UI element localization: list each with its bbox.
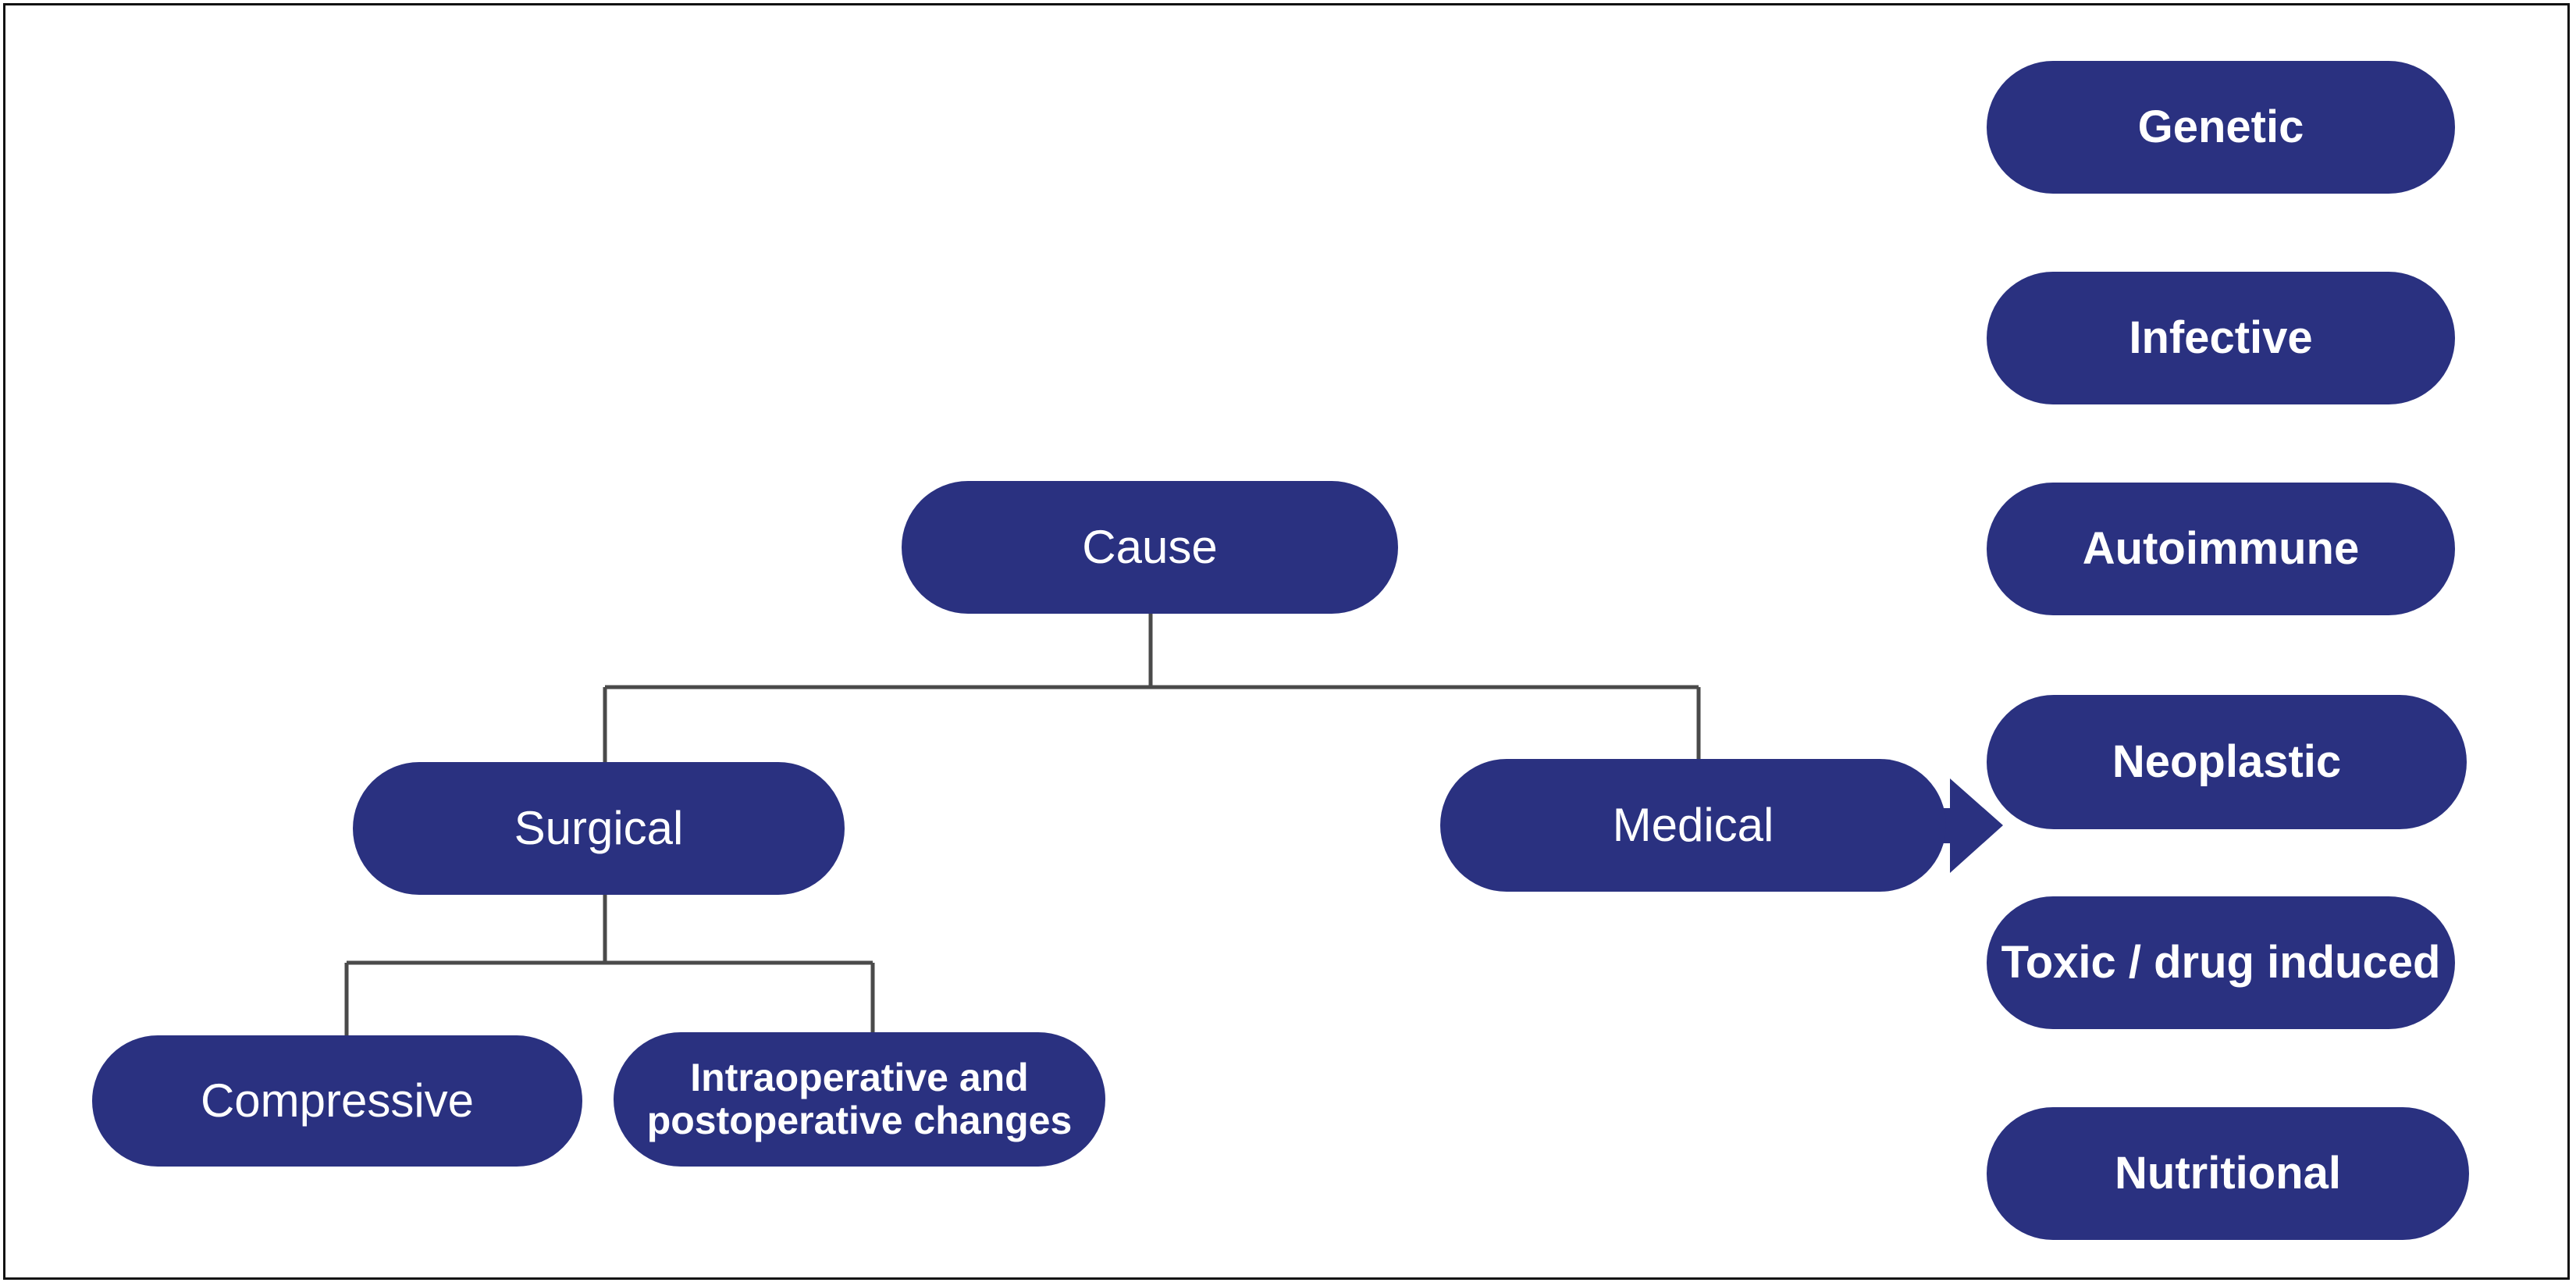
node-cause-label: Cause [1082, 521, 1218, 574]
node-infective-label: Infective [2129, 312, 2313, 363]
node-medical[interactable]: Medical [1440, 759, 1946, 892]
node-compressive[interactable]: Compressive [92, 1035, 582, 1167]
node-intraoperative-postoperative-changes-label: Intraoperative and postoperative changes [646, 1056, 1073, 1142]
node-neoplastic-label: Neoplastic [2112, 736, 2342, 787]
node-medical-label: Medical [1612, 799, 1774, 852]
node-infective[interactable]: Infective [1987, 272, 2455, 404]
node-surgical[interactable]: Surgical [353, 762, 845, 895]
node-genetic-label: Genetic [2137, 101, 2304, 152]
arrow-head-icon [1905, 778, 2003, 873]
node-autoimmune[interactable]: Autoimmune [1987, 483, 2455, 615]
node-toxic-drug-induced-label: Toxic / drug induced [2001, 936, 2441, 988]
node-genetic[interactable]: Genetic [1987, 61, 2455, 194]
node-surgical-label: Surgical [514, 802, 684, 855]
node-nutritional-label: Nutritional [2115, 1147, 2341, 1199]
node-nutritional[interactable]: Nutritional [1987, 1107, 2469, 1240]
node-neoplastic[interactable]: Neoplastic [1987, 695, 2467, 829]
node-intraoperative-postoperative-changes[interactable]: Intraoperative and postoperative changes [614, 1032, 1105, 1167]
node-cause[interactable]: Cause [902, 481, 1398, 614]
node-toxic-drug-induced[interactable]: Toxic / drug induced [1987, 896, 2455, 1029]
node-autoimmune-label: Autoimmune [2082, 522, 2360, 574]
node-compressive-label: Compressive [200, 1074, 475, 1127]
arrow-medical-to-neoplastic [1905, 778, 2003, 873]
